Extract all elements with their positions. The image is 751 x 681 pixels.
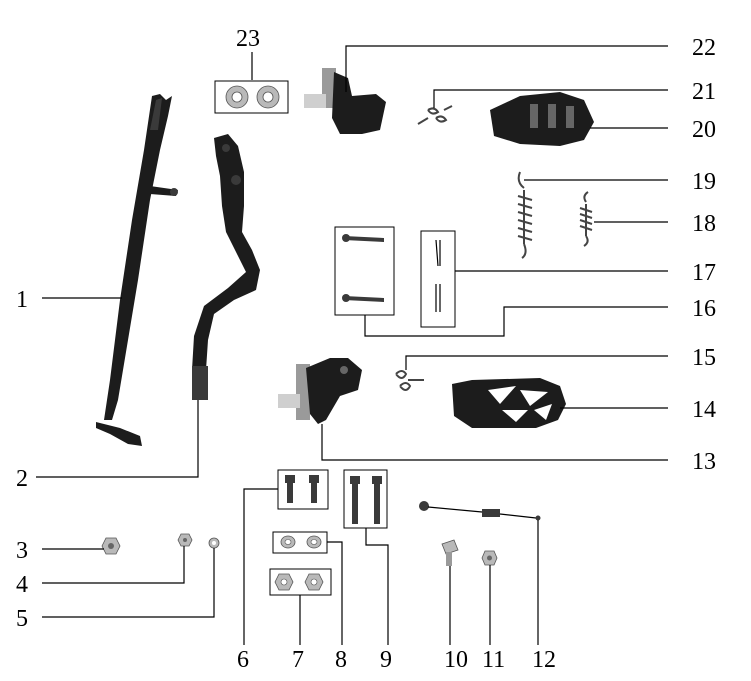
callout-10: 10 [444, 647, 468, 673]
part-2-brake-arm [192, 134, 260, 400]
callout-3: 3 [16, 538, 28, 564]
callout-20: 20 [692, 117, 716, 143]
callout-4: 4 [16, 572, 28, 598]
part-14-footpeg [452, 378, 566, 428]
callout-1: 1 [16, 287, 28, 313]
callout-5: 5 [16, 606, 28, 632]
callout-15: 15 [692, 345, 716, 371]
part-4-nut [177, 533, 193, 547]
leader-8 [327, 541, 343, 645]
callout-18: 18 [692, 211, 716, 237]
leader-2 [36, 400, 199, 478]
leader-15 [405, 355, 668, 370]
part-7-nuts [269, 568, 332, 596]
callout-23: 23 [236, 26, 260, 52]
part-16-pins [334, 226, 395, 316]
callout-12: 12 [532, 647, 556, 673]
leader-5 [42, 548, 215, 618]
callout-22: 22 [692, 35, 716, 61]
callout-16: 16 [692, 296, 716, 322]
part-20-footpeg [490, 92, 594, 146]
part-5-washer [208, 537, 220, 549]
part-9-bolts [343, 469, 388, 529]
part-11-nut [481, 550, 498, 566]
part-19-long-spring [517, 171, 533, 259]
part-13-footpeg-bracket [278, 358, 362, 424]
part-3-nut [101, 537, 121, 555]
callout-21: 21 [692, 79, 716, 105]
callout-14: 14 [692, 397, 716, 423]
callout-11: 11 [482, 647, 505, 673]
leader-4 [42, 546, 185, 584]
part-15-spring [395, 370, 424, 391]
leader-22 [345, 45, 668, 92]
leader-16 [364, 306, 668, 337]
part-23-bearings [214, 80, 289, 114]
callout-numbers: 23 22 21 20 19 18 17 16 15 14 13 1 2 3 4… [16, 26, 716, 673]
leader-6 [243, 488, 278, 645]
callout-13: 13 [692, 449, 716, 475]
callout-19: 19 [692, 169, 716, 195]
leader-lines [36, 45, 668, 645]
leader-13 [321, 424, 668, 461]
part-21-spring [417, 105, 453, 125]
callout-2: 2 [16, 466, 28, 492]
callout-8: 8 [335, 647, 347, 673]
callout-17: 17 [692, 260, 716, 286]
part-22-footpeg-bracket [304, 68, 386, 134]
leader-21 [433, 89, 668, 108]
callout-6: 6 [237, 647, 249, 673]
part-18-short-spring [579, 191, 593, 247]
part-8-washers [272, 531, 328, 554]
part-1-side-stand [96, 94, 178, 446]
part-12-brake-rod [419, 501, 541, 521]
part-6-bolts [277, 469, 329, 510]
part-10-bolt [441, 539, 459, 566]
leader-9 [365, 528, 389, 645]
callout-9: 9 [380, 647, 392, 673]
part-17-cotter-pins [420, 230, 456, 328]
callout-7: 7 [292, 647, 304, 673]
